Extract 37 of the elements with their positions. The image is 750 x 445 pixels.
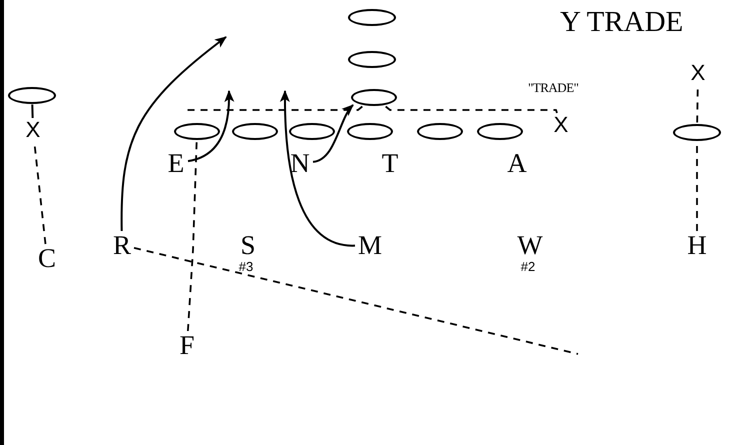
position-letter: A <box>505 150 529 176</box>
player-oval <box>8 86 56 104</box>
position-letter: H <box>685 232 709 258</box>
player-oval <box>417 122 463 140</box>
position-letter: S <box>238 232 258 258</box>
player-mark: X <box>24 119 42 141</box>
position-letter: C <box>36 245 58 271</box>
dashed-route <box>385 106 558 114</box>
player-oval <box>174 122 220 140</box>
position-letter: W <box>516 232 544 258</box>
player-oval <box>351 88 397 106</box>
player-oval <box>673 124 721 140</box>
route-arrow <box>280 90 356 247</box>
position-letter: M <box>356 232 384 258</box>
route-arrow <box>312 104 354 163</box>
position-note: #2 <box>520 259 536 274</box>
player-mark: X <box>552 114 570 136</box>
player-mark: X <box>689 62 707 84</box>
position-letter: F <box>177 332 197 358</box>
dashed-route <box>186 140 198 332</box>
position-letter: E <box>165 150 187 176</box>
position-note: #3 <box>238 259 254 274</box>
position-letter: R <box>111 232 133 258</box>
player-oval <box>348 50 396 68</box>
player-oval <box>289 122 335 140</box>
play-title: Y TRADE <box>560 6 684 39</box>
player-oval <box>477 122 523 140</box>
player-oval <box>348 8 396 26</box>
route-arrow <box>120 36 227 231</box>
player-oval <box>347 122 393 140</box>
position-letter: T <box>379 150 401 176</box>
player-oval <box>232 122 278 140</box>
position-letter: N <box>288 150 312 176</box>
dashed-route <box>185 106 363 111</box>
dashed-route <box>134 247 578 355</box>
call-label: "TRADE" <box>528 80 578 96</box>
route-arrow <box>188 90 234 162</box>
